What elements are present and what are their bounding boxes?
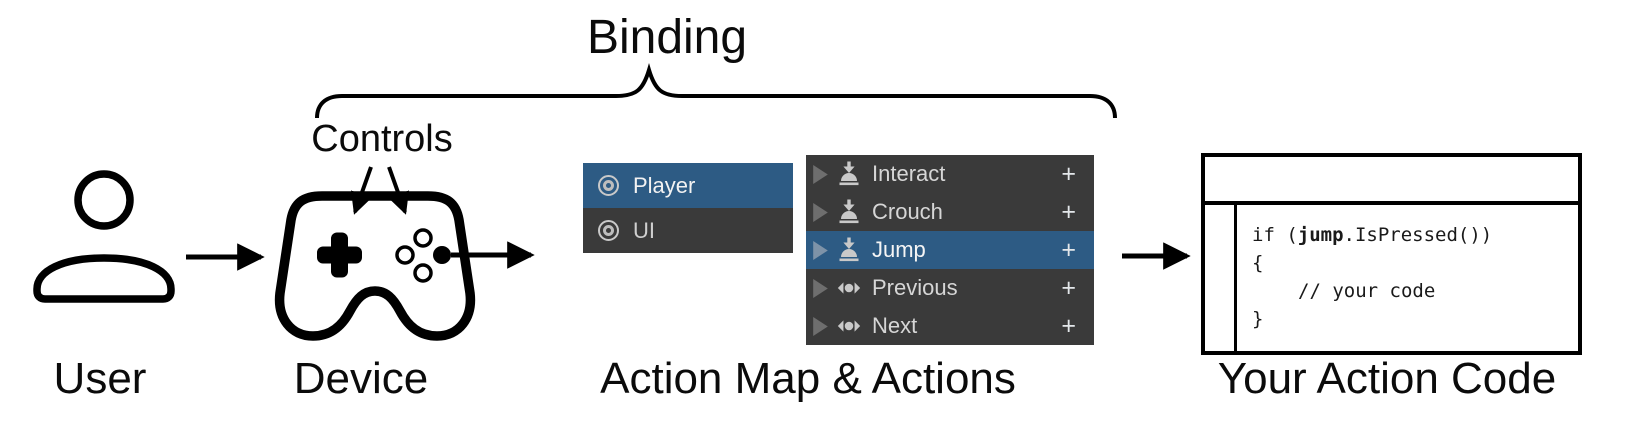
axis-action-icon [837, 320, 861, 332]
gamepad-icon [274, 191, 476, 341]
foldout-triangle-icon[interactable] [813, 278, 828, 298]
action-label: Previous [872, 275, 958, 300]
action-map-item-label: Player [633, 172, 696, 198]
code-line-3: // your code [1298, 280, 1436, 302]
code-window: if (jump.IsPressed()) { // your code } [1201, 153, 1582, 355]
action-row-jump[interactable]: Jump + [806, 231, 1094, 269]
add-binding-button[interactable]: + [1061, 197, 1076, 226]
stage-label-user: User [53, 354, 147, 403]
foldout-triangle-icon[interactable] [813, 202, 828, 222]
action-map-item-player[interactable]: Player [583, 163, 793, 208]
controls-label: Controls [311, 118, 453, 160]
button-action-icon [839, 161, 859, 186]
foldout-triangle-icon[interactable] [813, 316, 828, 336]
binding-label: Binding [586, 11, 748, 64]
button-action-icon [839, 199, 859, 224]
action-row-interact[interactable]: Interact + [806, 155, 1094, 193]
dpad-icon [317, 232, 362, 278]
foldout-triangle-icon[interactable] [813, 164, 828, 184]
stage-label-action-map: Action Map & Actions [600, 354, 1016, 403]
axis-action-icon [837, 282, 861, 294]
action-label: Next [872, 313, 918, 338]
face-buttons-icon [395, 228, 451, 283]
action-map-panel: Player UI [583, 163, 793, 253]
code-line-1: if (jump.IsPressed()) [1252, 224, 1493, 246]
binding-brace [315, 63, 1117, 119]
add-binding-button[interactable]: + [1061, 311, 1076, 340]
controls-arrow-left [351, 166, 373, 215]
code-line-4: } [1252, 308, 1264, 330]
action-row-crouch[interactable]: Crouch + [806, 193, 1094, 231]
controls-arrow-right [387, 166, 409, 215]
code-window-titlebar [1205, 157, 1578, 205]
action-row-previous[interactable]: Previous + [806, 269, 1094, 307]
action-map-item-ui[interactable]: UI [583, 208, 793, 253]
action-label: Interact [872, 161, 946, 186]
code-line-2: { [1252, 252, 1264, 274]
stage-label-action-code: Your Action Code [1217, 354, 1557, 403]
action-label: Jump [872, 237, 926, 262]
stage-label-device: Device [293, 354, 429, 403]
code-snippet: if (jump.IsPressed()) { // your code } [1237, 205, 1492, 351]
foldout-triangle-icon[interactable] [813, 240, 828, 260]
actions-panel: Interact + Crouch + Jump + [806, 155, 1094, 345]
add-binding-button[interactable]: + [1061, 235, 1076, 264]
user-icon [33, 170, 175, 303]
code-gutter [1205, 205, 1237, 351]
action-map-item-label: UI [633, 217, 655, 243]
add-binding-button[interactable]: + [1061, 273, 1076, 302]
action-map-icon [598, 175, 619, 196]
action-label: Crouch [872, 199, 943, 224]
add-binding-button[interactable]: + [1061, 159, 1076, 188]
action-map-icon [598, 220, 619, 241]
action-row-next[interactable]: Next + [806, 307, 1094, 345]
button-action-icon [839, 237, 859, 262]
